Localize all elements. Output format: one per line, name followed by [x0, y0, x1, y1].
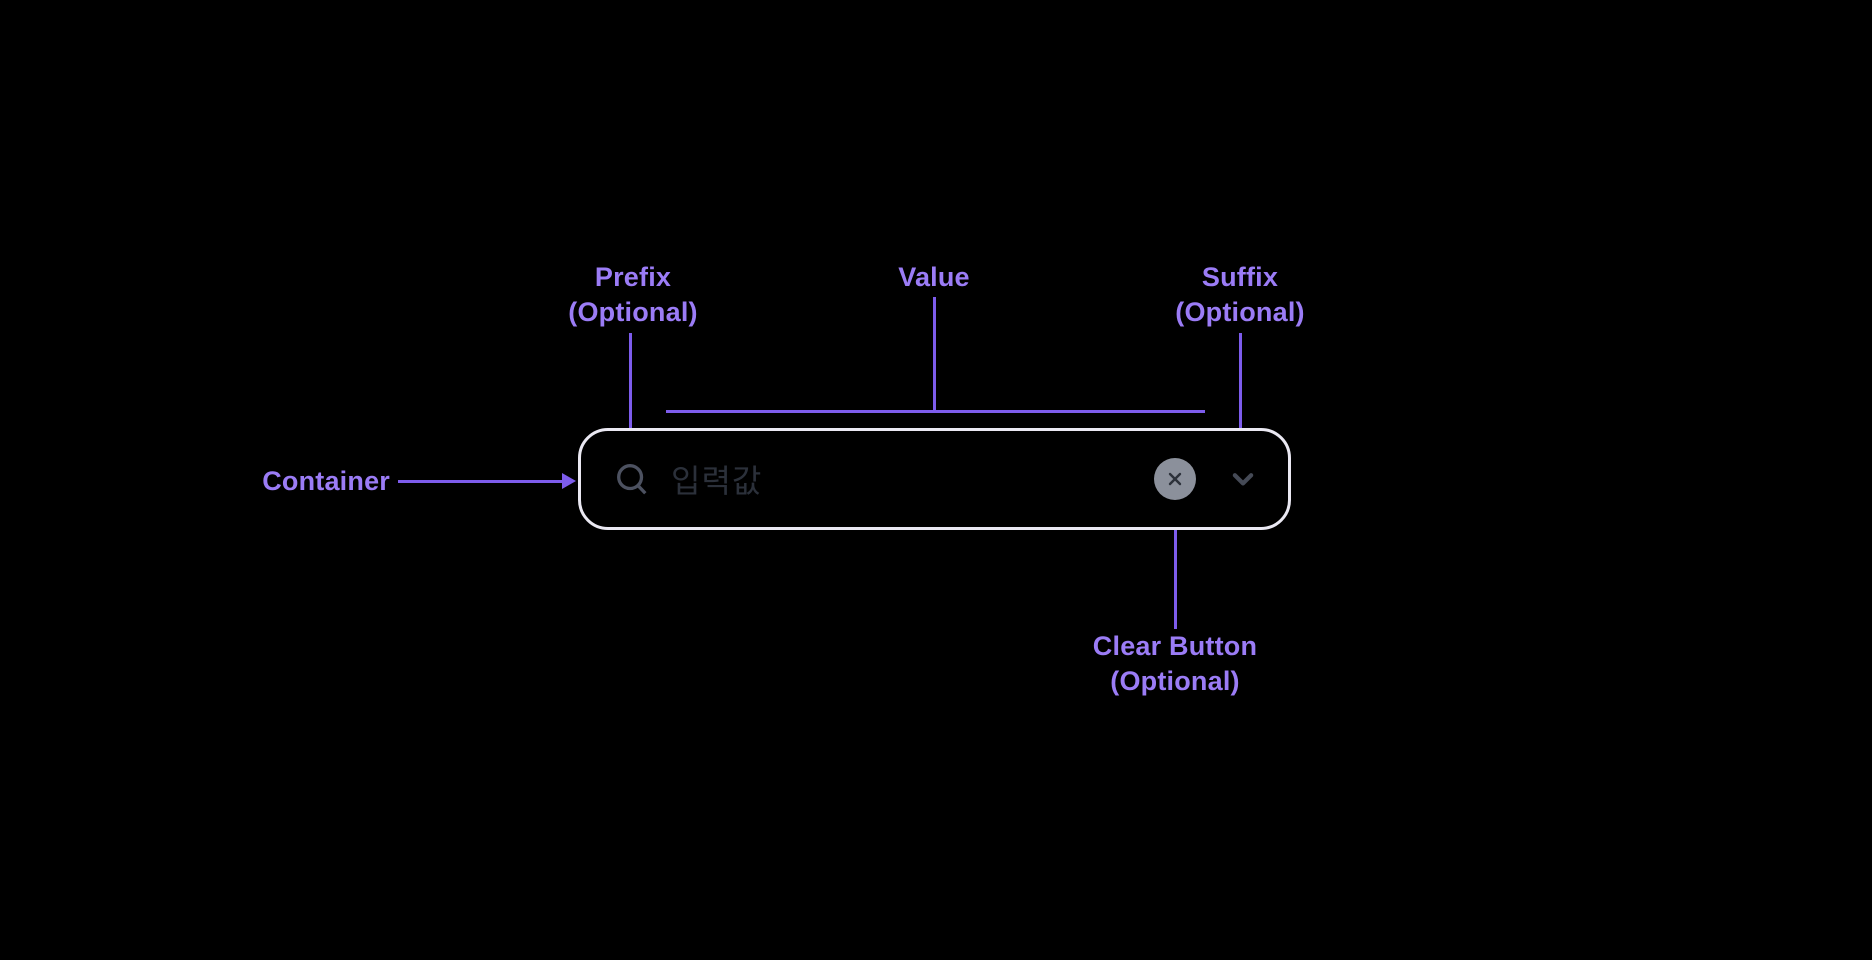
value-span-bracket-line: [666, 410, 1205, 413]
prefix-pointer-line: [629, 333, 632, 448]
container-annotation-label: Container: [190, 464, 390, 499]
value-annotation-label: Value: [814, 260, 1054, 295]
prefix-annotation-title: Prefix: [594, 262, 672, 292]
clear-button-annotation-subtitle: (Optional): [1110, 666, 1240, 696]
clear-button-pointer-line: [1174, 517, 1177, 629]
suffix-annotation-label: Suffix (Optional): [1120, 260, 1360, 330]
search-input-container[interactable]: 입력값: [578, 428, 1291, 530]
clear-button-annotation-label: Clear Button (Optional): [1055, 629, 1295, 699]
close-x-icon: [1168, 472, 1182, 486]
value-pointer-line: [933, 297, 936, 412]
input-placeholder-text[interactable]: 입력값: [671, 463, 763, 499]
chevron-down-icon[interactable]: [1228, 464, 1258, 494]
suffix-annotation-title: Suffix: [1201, 262, 1279, 292]
search-icon: [613, 460, 651, 498]
container-pointer-line: [398, 480, 564, 483]
prefix-annotation-label: Prefix (Optional): [513, 260, 753, 330]
prefix-annotation-subtitle: (Optional): [568, 297, 698, 327]
suffix-annotation-subtitle: (Optional): [1175, 297, 1305, 327]
clear-button-annotation-title: Clear Button: [1092, 631, 1258, 661]
container-annotation-title: Container: [262, 466, 390, 496]
value-annotation-title: Value: [898, 262, 970, 292]
clear-button[interactable]: [1154, 458, 1196, 500]
suffix-pointer-line: [1239, 333, 1242, 446]
container-arrowhead-icon: [562, 473, 576, 489]
